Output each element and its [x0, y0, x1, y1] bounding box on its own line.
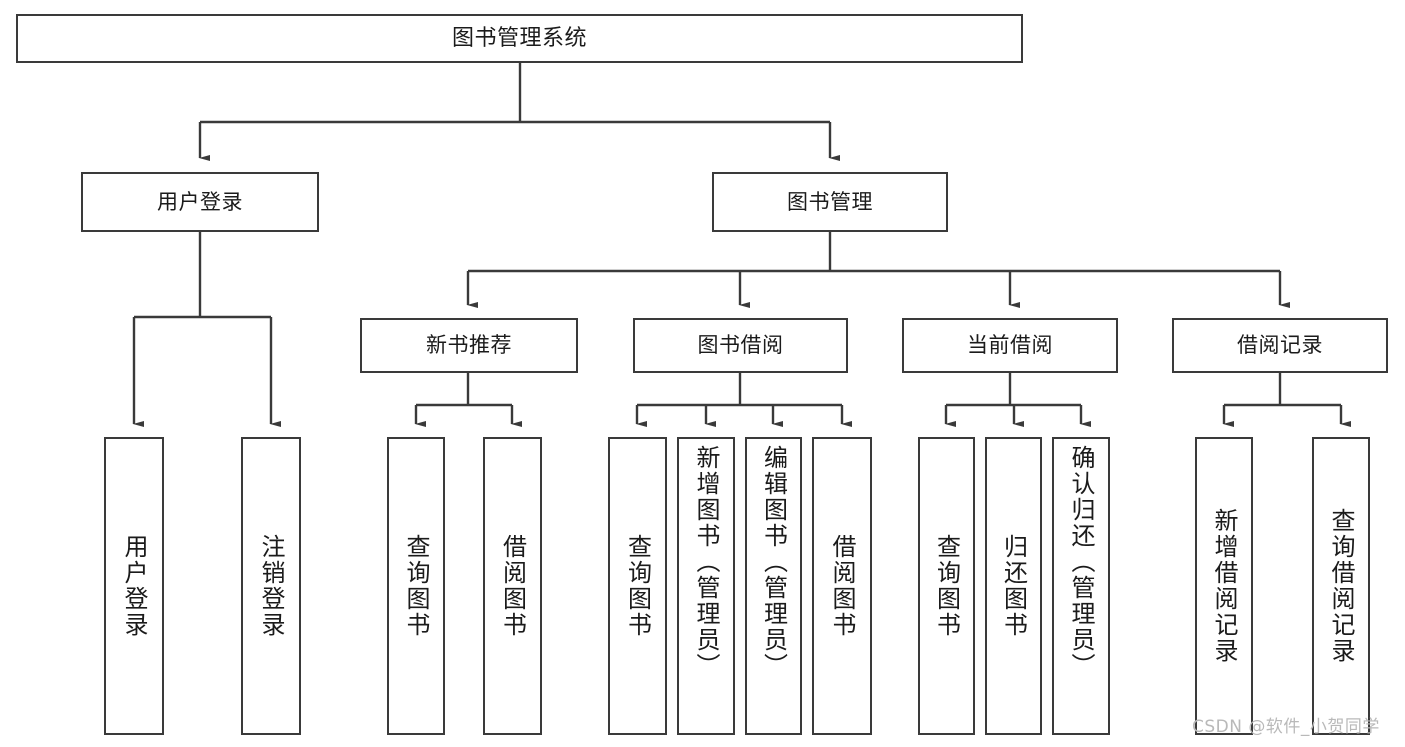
leaf-user-login[interactable]: 用户登录 [104, 437, 164, 735]
leaf-search-book-borrowing[interactable]: 查询图书 [608, 437, 667, 735]
node-label: 图书借阅 [697, 333, 784, 358]
node-label: 注销登录 [257, 534, 285, 638]
leaf-borrow-book-borrowing[interactable]: 借阅图书 [812, 437, 872, 735]
node-root-book-management-system[interactable]: 图书管理系统 [16, 14, 1023, 63]
node-borrowing-records[interactable]: 借阅记录 [1172, 318, 1388, 373]
leaf-search-borrowing-record[interactable]: 查询借阅记录 [1312, 437, 1370, 735]
node-user-login[interactable]: 用户登录 [81, 172, 319, 232]
leaf-add-book-admin[interactable]: 新增图书（管理员） [677, 437, 735, 735]
leaf-edit-book-admin[interactable]: 编辑图书（管理员） [745, 437, 802, 735]
node-label: 图书管理 [787, 189, 873, 214]
leaf-borrow-book-recommendation[interactable]: 借阅图书 [483, 437, 542, 735]
node-label: 借阅图书 [498, 534, 527, 638]
node-book-management[interactable]: 图书管理 [712, 172, 948, 232]
node-new-book-recommendation[interactable]: 新书推荐 [360, 318, 578, 373]
node-label: 归还图书 [999, 534, 1028, 638]
leaf-search-book-recommendation[interactable]: 查询图书 [387, 437, 445, 735]
node-label: 编辑图书（管理员） [759, 445, 788, 679]
node-label: 新书推荐 [426, 333, 512, 358]
node-label: 借阅记录 [1237, 333, 1323, 358]
node-label: 图书管理系统 [451, 25, 587, 51]
node-book-borrowing[interactable]: 图书借阅 [633, 318, 848, 373]
node-label: 当前借阅 [967, 333, 1053, 358]
node-label: 用户登录 [120, 534, 148, 638]
leaf-return-book[interactable]: 归还图书 [985, 437, 1042, 735]
leaf-add-borrowing-record[interactable]: 新增借阅记录 [1195, 437, 1253, 735]
leaf-confirm-return-admin[interactable]: 确认归还（管理员） [1052, 437, 1110, 735]
node-label: 新增图书（管理员） [692, 445, 720, 679]
node-label: 查询图书 [623, 534, 652, 638]
node-label: 查询图书 [932, 534, 961, 638]
leaf-logout[interactable]: 注销登录 [241, 437, 301, 735]
leaf-search-book-current[interactable]: 查询图书 [918, 437, 975, 735]
node-label: 用户登录 [157, 189, 243, 214]
csdn-watermark: CSDN @软件_小贺同学 [1192, 717, 1380, 737]
node-label: 查询借阅记录 [1327, 508, 1355, 664]
node-label: 查询图书 [402, 534, 430, 638]
node-label: 确认归还（管理员） [1067, 445, 1095, 679]
node-current-borrowing[interactable]: 当前借阅 [902, 318, 1118, 373]
node-label: 借阅图书 [828, 534, 856, 638]
node-label: 新增借阅记录 [1210, 508, 1238, 664]
